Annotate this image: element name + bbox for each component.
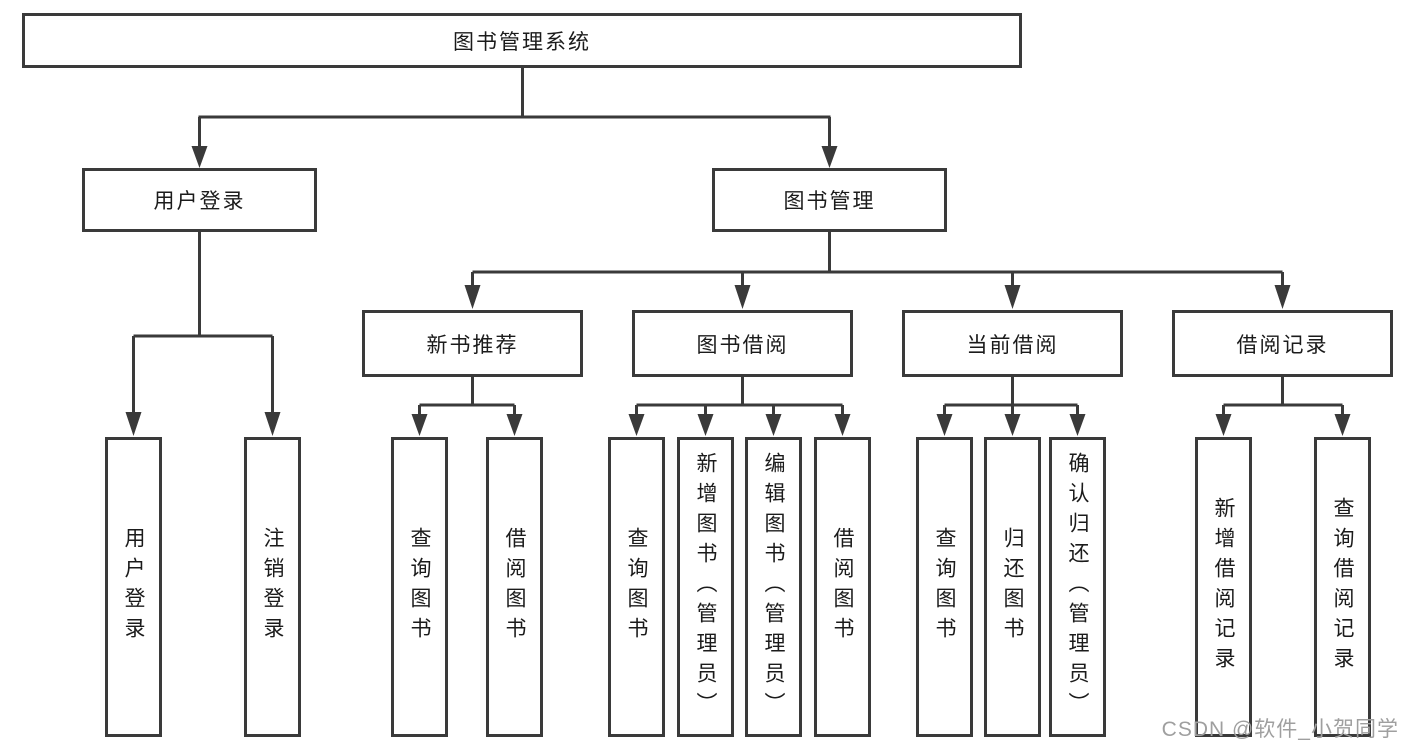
leaf-query-books-current: 查询图书 [916,437,973,737]
node-borrow-records-label: 借阅记录 [1236,333,1329,357]
node-current-borrowing: 当前借阅 [902,310,1123,377]
leaf-confirm-return-admin-label: 确认归还（管理员） [1066,452,1089,722]
connector-borrow-records-branch [1222,377,1344,419]
leaf-borrow-books-recommend-label: 借阅图书 [503,527,526,647]
connector-new-book-branch [418,377,516,419]
node-user-login: 用户登录 [82,168,317,232]
leaf-return-books: 归还图书 [984,437,1041,737]
node-borrow-records: 借阅记录 [1172,310,1393,377]
leaf-add-books-admin-label: 新增图书（管理员） [694,452,717,722]
leaf-query-books-current-label: 查询图书 [933,527,956,647]
arrowheads-book-borrow-branch [628,414,851,436]
arrowheads-user-login-branch [125,412,281,436]
leaf-query-books-recommend-label: 查询图书 [408,527,431,647]
node-book-management-label: 图书管理 [783,190,876,213]
arrowheads-new-book-branch [411,414,523,436]
node-root: 图书管理系统 [22,13,1022,68]
arrowheads-root [191,146,838,168]
leaf-borrow-books-recommend: 借阅图书 [486,437,543,737]
node-user-login-label: 用户登录 [153,190,246,213]
leaf-add-borrow-record-label: 新增借阅记录 [1212,497,1235,677]
connector-book-management-branch [471,232,1284,289]
node-new-book-recommend: 新书推荐 [362,310,583,377]
node-root-label: 图书管理系统 [453,30,591,54]
leaf-query-books-borrow: 查询图书 [608,437,665,737]
leaf-borrow-books-label: 借阅图书 [831,527,854,647]
leaf-logout-label: 注销登录 [261,527,284,647]
connector-root [198,68,831,150]
arrowheads-borrow-records-branch [1215,414,1351,436]
connector-book-borrow-branch [635,377,844,419]
leaf-edit-books-admin: 编辑图书（管理员） [745,437,802,737]
connector-user-login-branch [132,231,274,416]
csdn-watermark: CSDN @软件_小贺同学 [1161,718,1399,741]
leaf-return-books-label: 归还图书 [1001,527,1024,647]
leaf-borrow-books: 借阅图书 [814,437,871,737]
leaf-logout: 注销登录 [244,437,301,737]
node-book-borrowing-label: 图书借阅 [696,333,789,357]
connector-current-borrow-branch [943,377,1079,419]
leaf-query-borrow-record-label: 查询借阅记录 [1331,497,1354,677]
leaf-user-login: 用户登录 [105,437,162,737]
leaf-add-books-admin: 新增图书（管理员） [677,437,734,737]
leaf-edit-books-admin-label: 编辑图书（管理员） [762,452,785,722]
leaf-query-books-recommend: 查询图书 [391,437,448,737]
node-book-management: 图书管理 [712,168,947,232]
arrowheads-book-management-branch [464,285,1291,309]
node-new-book-recommend-label: 新书推荐 [426,333,519,357]
arrowheads-current-borrow-branch [936,414,1086,436]
leaf-query-books-borrow-label: 查询图书 [625,527,648,647]
leaf-confirm-return-admin: 确认归还（管理员） [1049,437,1106,737]
leaf-query-borrow-record: 查询借阅记录 [1314,437,1371,737]
node-current-borrowing-label: 当前借阅 [966,333,1059,357]
node-book-borrowing: 图书借阅 [632,310,853,377]
leaf-add-borrow-record: 新增借阅记录 [1195,437,1252,737]
leaf-user-login-label: 用户登录 [122,527,145,647]
